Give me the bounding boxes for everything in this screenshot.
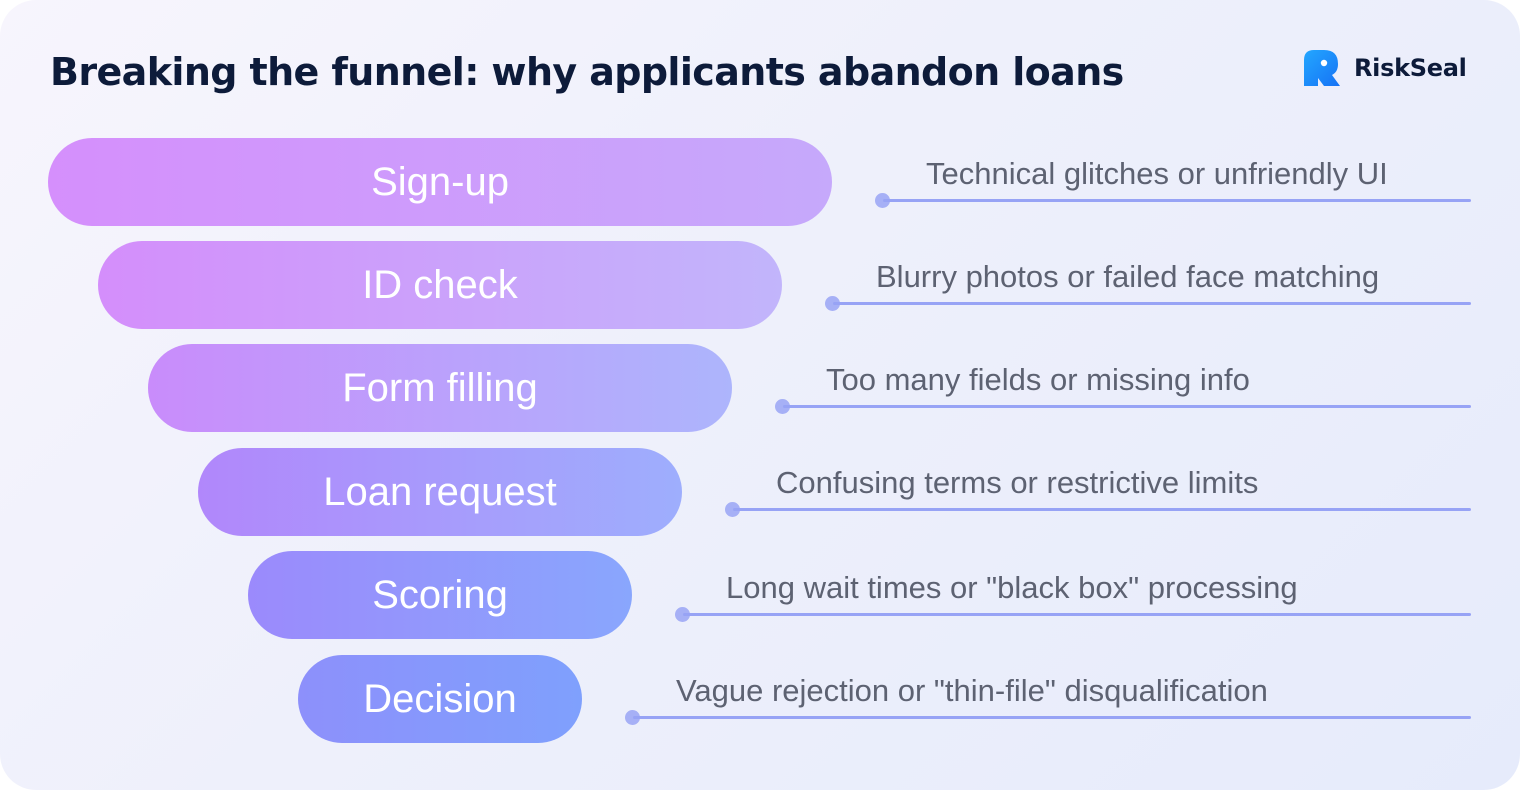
connector-line — [683, 613, 1471, 616]
funnel-stage-form-filling: Form filling — [148, 344, 732, 432]
connector-dot — [725, 502, 740, 517]
drop-off-reason-scoring: Long wait times or "black box" processin… — [675, 568, 1475, 628]
riskseal-logo-icon — [1304, 50, 1340, 86]
reason-text: Blurry photos or failed face matching — [876, 259, 1380, 294]
funnel-stage-decision: Decision — [298, 655, 582, 743]
page-title: Breaking the funnel: why applicants aban… — [50, 50, 1124, 94]
reason-text: Too many fields or missing info — [826, 362, 1250, 397]
stage-label: Loan request — [323, 469, 557, 514]
stage-label: Form filling — [342, 365, 538, 410]
reason-text: Long wait times or "black box" processin… — [726, 570, 1298, 605]
drop-off-reason-id-check: Blurry photos or failed face matching — [825, 257, 1475, 317]
drop-off-reason-loan-request: Confusing terms or restrictive limits — [725, 463, 1475, 523]
connector-dot — [825, 296, 840, 311]
connector-dot — [775, 399, 790, 414]
stage-label: Sign-up — [371, 159, 509, 204]
reason-text: Technical glitches or unfriendly UI — [926, 156, 1388, 191]
connector-line — [733, 508, 1471, 511]
brand-logo: RiskSeal — [1302, 48, 1467, 88]
funnel-stage-sign-up: Sign-up — [48, 138, 832, 226]
connector-line — [633, 716, 1471, 719]
connector-line — [883, 199, 1471, 202]
drop-off-reason-decision: Vague rejection or "thin-file" disqualif… — [625, 671, 1475, 731]
reason-text: Vague rejection or "thin-file" disqualif… — [676, 673, 1268, 708]
connector-dot — [625, 710, 640, 725]
stage-label: Scoring — [372, 572, 508, 617]
funnel-stage-id-check: ID check — [98, 241, 782, 329]
funnel-stage-loan-request: Loan request — [198, 448, 682, 536]
stage-label: Decision — [363, 676, 517, 721]
connector-dot — [875, 193, 890, 208]
stage-label: ID check — [362, 262, 518, 307]
drop-off-reason-form-filling: Too many fields or missing info — [775, 360, 1475, 420]
drop-off-reason-sign-up: Technical glitches or unfriendly UI — [875, 154, 1475, 214]
connector-dot — [675, 607, 690, 622]
reason-text: Confusing terms or restrictive limits — [776, 465, 1259, 500]
brand-name: RiskSeal — [1354, 54, 1467, 82]
connector-line — [833, 302, 1471, 305]
funnel-stage-scoring: Scoring — [248, 551, 632, 639]
connector-line — [783, 405, 1471, 408]
